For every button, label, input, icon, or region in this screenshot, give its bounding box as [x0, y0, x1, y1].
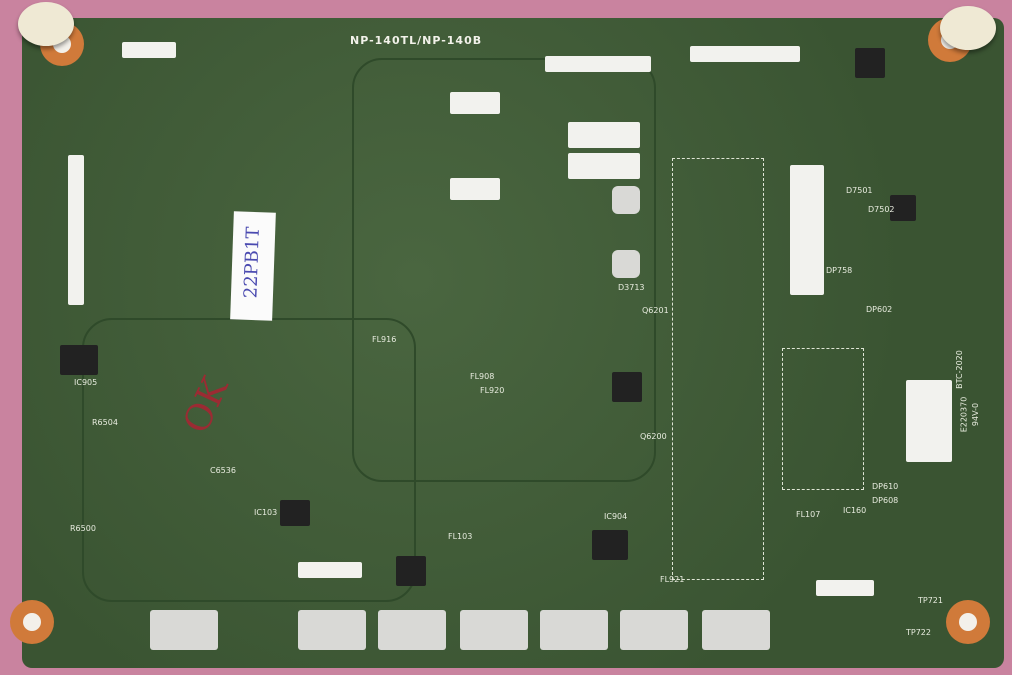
ic-chip	[855, 48, 885, 78]
edge-pads	[702, 610, 770, 650]
silkscreen-label: FL107	[796, 510, 821, 519]
connector-header	[906, 380, 952, 462]
handwritten-sticker: 22PB1T	[230, 211, 276, 321]
edge-pads	[150, 610, 218, 650]
silkscreen-label: D7502	[868, 205, 895, 214]
silkscreen-label: DP610	[872, 482, 899, 491]
edge-pads	[540, 610, 608, 650]
connector-header	[68, 155, 84, 305]
silkscreen-label: FL908	[470, 372, 495, 381]
connector-header	[122, 42, 176, 58]
solder-pad	[612, 186, 640, 214]
mounting-hole	[10, 600, 54, 644]
silkscreen-label: FL921	[660, 575, 685, 584]
silkscreen-label: R6500	[70, 524, 96, 533]
silkscreen-label: D3713	[618, 283, 645, 292]
connector-header	[690, 46, 800, 62]
solder-pad	[612, 250, 640, 278]
silkscreen-label: TP722	[906, 628, 931, 637]
silkscreen-label: DP608	[872, 496, 899, 505]
connector-header	[450, 92, 500, 114]
trace	[352, 58, 656, 482]
silkscreen-label: D7501	[846, 186, 873, 195]
model-label: NP-140TL/NP-140B	[350, 34, 483, 47]
silkscreen-outline	[782, 348, 864, 490]
silkscreen-label: E220370	[959, 396, 969, 433]
silkscreen-label: 94V-0	[971, 402, 981, 427]
silkscreen-label: FL916	[372, 335, 397, 344]
silkscreen-label: FL920	[480, 386, 505, 395]
connector-header	[545, 56, 651, 72]
silkscreen-label: IC160	[843, 506, 867, 515]
silkscreen-label: Q6200	[640, 432, 667, 441]
standoff	[18, 2, 74, 46]
connector-header	[816, 580, 874, 596]
edge-pads	[378, 610, 446, 650]
edge-pads	[620, 610, 688, 650]
silkscreen-label: IC103	[254, 508, 278, 517]
silkscreen-outline	[672, 158, 764, 580]
connector-header	[568, 153, 640, 179]
standoff	[940, 6, 996, 50]
ic-chip	[612, 372, 642, 402]
silkscreen-label: BTC-2020	[954, 350, 964, 389]
edge-pads	[298, 610, 366, 650]
silkscreen-label: C6536	[210, 466, 236, 475]
silkscreen-label: Q6201	[642, 306, 669, 315]
silkscreen-label: IC904	[604, 512, 628, 521]
silkscreen-label: FL103	[448, 532, 473, 541]
connector-header	[298, 562, 362, 578]
connector-header	[450, 178, 500, 200]
silkscreen-label: IC905	[74, 378, 98, 387]
ic-chip	[60, 345, 98, 375]
ic-chip	[592, 530, 628, 560]
ic-chip	[396, 556, 426, 586]
trace	[82, 318, 416, 602]
silkscreen-label: DP602	[866, 305, 893, 314]
silkscreen-label: TP721	[918, 596, 943, 605]
ic-chip	[280, 500, 310, 526]
connector-header	[568, 122, 640, 148]
edge-pads	[460, 610, 528, 650]
ic-chip	[890, 195, 916, 221]
connector-header	[790, 165, 824, 295]
pcb-board	[22, 18, 1004, 668]
silkscreen-label: R6504	[92, 418, 118, 427]
silkscreen-label: DP758	[826, 266, 853, 275]
mounting-hole	[946, 600, 990, 644]
